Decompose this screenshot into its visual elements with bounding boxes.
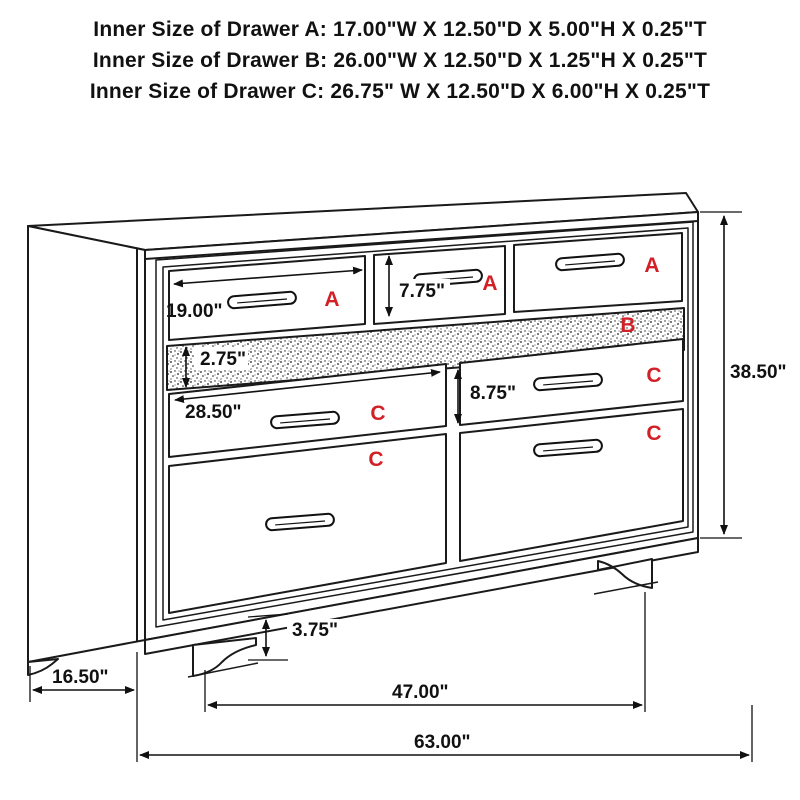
- front-right-foot: [597, 558, 653, 589]
- top-moulding-line: [144, 220, 699, 260]
- label-bg: [194, 347, 248, 370]
- label-drawer-c-right-bottom: C: [646, 422, 661, 445]
- dim-label-c-height: 8.75": [470, 383, 516, 404]
- floor-line-left: [187, 662, 259, 678]
- dim-label-feet-span: 47.00": [392, 682, 449, 703]
- label-bg: [394, 279, 450, 302]
- dim-arrow-c-width: [174, 368, 441, 404]
- label-drawer-c-left-top: C: [370, 402, 385, 425]
- ext-line-base-top: [247, 613, 289, 618]
- label-drawer-b: B: [620, 314, 635, 337]
- dim-label-backgrounds: [194, 279, 518, 641]
- label-drawer-c-left-bottom: C: [368, 448, 383, 471]
- cabinet-side-face: [27, 225, 146, 663]
- spec-line-drawer-b: Inner Size of Drawer B: 26.00"W X 12.50"…: [92, 49, 708, 72]
- dimension-labels: 19.00" 7.75" 2.75" 28.50" 8.75" 38.50" 3…: [52, 281, 787, 753]
- dim-label-base-height: 3.75": [292, 620, 338, 641]
- label-drawer-a3: A: [644, 254, 659, 277]
- floor-line-right: [593, 581, 659, 595]
- drawer-letters: A A A B C C C C: [324, 254, 661, 471]
- dim-label-a-width: 19.00": [166, 301, 223, 322]
- frame-bevel-outer: [155, 221, 694, 628]
- label-drawer-a1: A: [324, 288, 339, 311]
- label-drawer-a2: A: [482, 272, 497, 295]
- label-bg: [287, 619, 339, 641]
- dim-label-side-depth: 16.50": [52, 667, 109, 688]
- label-bg: [464, 381, 518, 404]
- dim-label-a-height: 7.75": [399, 281, 445, 302]
- back-left-foot: [27, 658, 59, 676]
- spec-header: Inner Size of Drawer A: 17.00"W X 12.50"…: [0, 14, 800, 107]
- frame-bevel-inner: [162, 227, 689, 621]
- dim-label-overall-height: 38.50": [730, 362, 787, 383]
- dim-label-overall-width: 63.00": [414, 732, 471, 753]
- drawer-a3: [513, 232, 683, 313]
- dim-label-b-height: 2.75": [200, 349, 246, 370]
- label-drawer-c-right-top: C: [646, 364, 661, 387]
- drawer-c-right-bottom: [459, 408, 684, 562]
- spec-line-drawer-c: Inner Size of Drawer C: 26.75" W X 12.50…: [89, 80, 711, 103]
- dim-arrow-a-width: [173, 266, 363, 288]
- spec-line-drawer-a: Inner Size of Drawer A: 17.00"W X 12.50"…: [93, 18, 707, 41]
- dimension-lines: [29, 211, 753, 762]
- base-moulding: [144, 537, 699, 655]
- dim-label-c-width: 28.50": [185, 402, 242, 423]
